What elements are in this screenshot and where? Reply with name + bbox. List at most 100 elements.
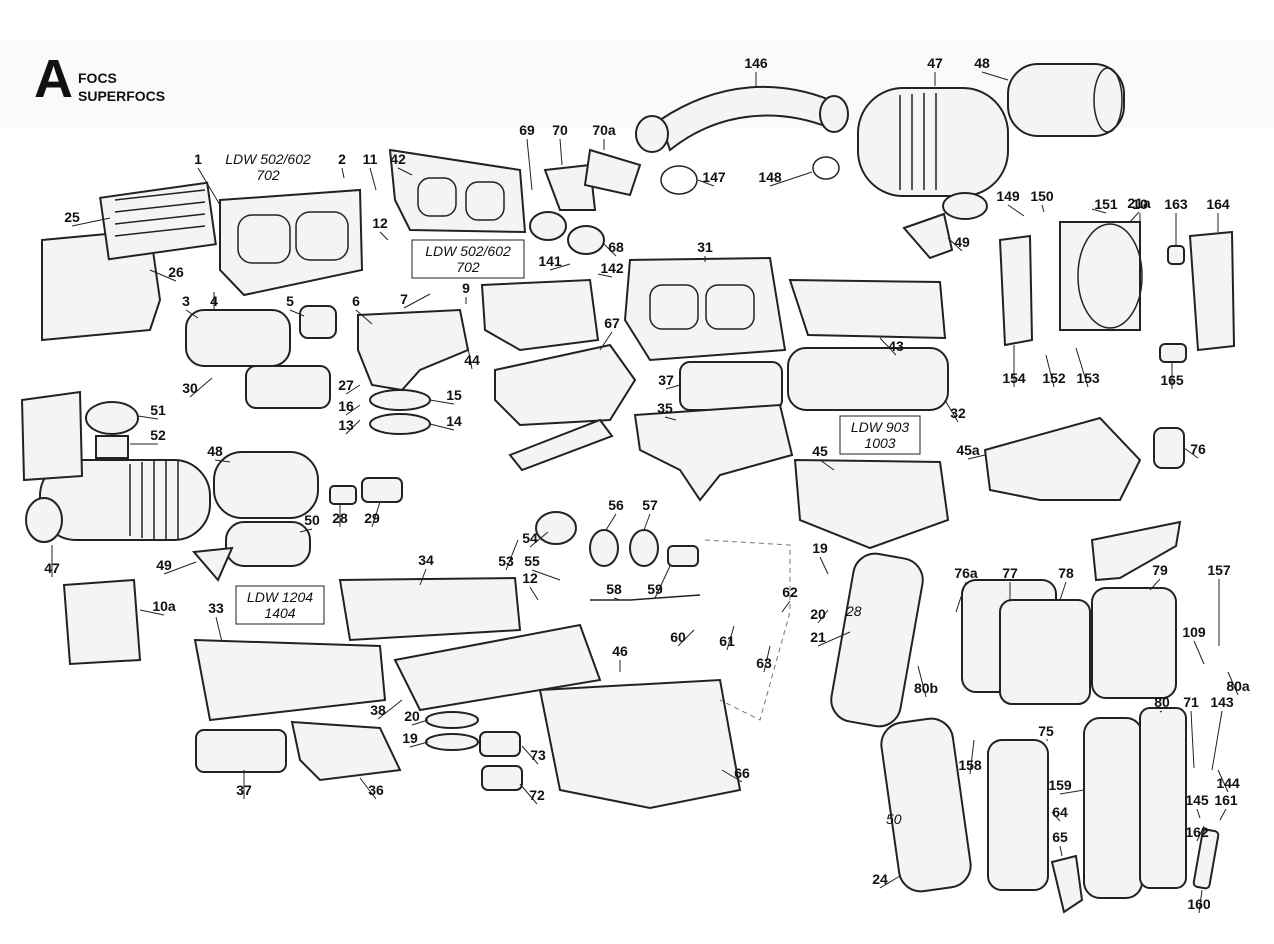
gasket-37-mid (679, 361, 783, 411)
cartridge-48-left (213, 451, 319, 519)
gasket-14 (369, 413, 431, 435)
manifold-38 (393, 623, 602, 712)
leader-line-80b (917, 665, 927, 698)
callout-15: 15 (446, 387, 462, 403)
cartridge-end (1093, 67, 1123, 133)
manifold-66 (538, 678, 742, 810)
callout-51: 51 (150, 402, 166, 418)
callout-77: 77 (1002, 565, 1018, 581)
callout-70a: 70a (592, 122, 616, 138)
manifold-42 (388, 148, 527, 234)
callout-154: 154 (1002, 370, 1026, 386)
callout-13: 13 (338, 417, 354, 433)
callout-66: 66 (734, 765, 750, 781)
callout-142: 142 (600, 260, 624, 276)
callout-37: 37 (236, 782, 252, 798)
leader-line-150 (1041, 204, 1045, 213)
leader-line-7 (403, 293, 431, 309)
model-label-4-line-2: 1404 (264, 605, 295, 621)
leader-line-70 (559, 138, 563, 166)
callout-21: 21 (810, 629, 826, 645)
model-label-2-line-1: LDW 502/602 (425, 243, 511, 259)
callout-161: 161 (1214, 792, 1238, 808)
callout-10a: 10a (152, 598, 176, 614)
callout-59: 59 (647, 581, 663, 597)
model-label-1-line-2: 702 (256, 167, 280, 183)
filter-inlet (25, 497, 63, 543)
callout-48: 48 (207, 443, 223, 459)
leader-line-72 (519, 783, 538, 805)
callout-34: 34 (418, 552, 434, 568)
leader-line-158 (969, 739, 975, 775)
leader-line-16 (345, 404, 361, 416)
leader-line-159 (1059, 789, 1085, 795)
leader-line-21a (1129, 211, 1140, 223)
leader-line-36 (359, 777, 377, 800)
callout-152: 152 (1042, 370, 1066, 386)
callout-79: 79 (1152, 562, 1168, 578)
leader-line-25 (71, 217, 111, 227)
callout-68: 68 (608, 239, 624, 255)
head-33 (193, 638, 387, 722)
callout-70: 70 (552, 122, 568, 138)
leader-line-109 (1193, 640, 1205, 665)
gasket-4 (185, 309, 291, 367)
leader-line-15 (429, 399, 455, 405)
callout-157: 157 (1207, 562, 1231, 578)
manifold-69 (480, 278, 600, 352)
clamp-ring-inner (1077, 223, 1143, 329)
manifold-67 (494, 343, 637, 427)
callout-14: 14 (446, 413, 462, 429)
engine-series-line-1: FOCS (78, 70, 117, 86)
leader-line-79 (1149, 578, 1161, 591)
valve-54 (535, 511, 577, 545)
model-box-2-frame (411, 239, 525, 279)
callout-109: 109 (1182, 624, 1206, 640)
elbow-70 (543, 163, 597, 211)
h31-port-a (649, 284, 699, 330)
gasket-15 (369, 389, 431, 411)
callout-72: 72 (529, 787, 545, 803)
callout-73: 73 (530, 747, 546, 763)
callout-76: 76 (1190, 441, 1206, 457)
clamp-ring-10a (62, 578, 142, 666)
flange-72 (481, 765, 523, 791)
leader-line-145 (1196, 808, 1201, 819)
flange-73 (479, 731, 521, 757)
leader-line-151 (1091, 208, 1107, 214)
callout-30: 30 (182, 380, 198, 396)
leader-line-48 (214, 459, 231, 463)
leader-line-21 (817, 631, 851, 647)
callout-80b: 80b (914, 680, 938, 696)
leader-line-32 (944, 399, 959, 423)
leader-line-51 (137, 415, 159, 420)
callout-65: 65 (1052, 829, 1068, 845)
leader-line-42 (397, 167, 413, 176)
leader-line-50 (299, 528, 313, 533)
callout-2: 2 (338, 151, 346, 167)
muffler-65 (987, 739, 1049, 891)
clamp-147 (660, 165, 698, 195)
callout-54: 54 (522, 530, 538, 546)
manifold-45a (983, 416, 1142, 501)
callout-67: 67 (604, 315, 620, 331)
gasket-57 (629, 529, 659, 567)
callout-80: 80 (1154, 694, 1170, 710)
model-label-4-line-1: LDW 1204 (247, 589, 313, 605)
valve-52 (95, 435, 129, 459)
callout-28: 28 (332, 510, 348, 526)
pipe-58 (590, 594, 701, 601)
callout-47: 47 (44, 560, 60, 576)
callout-44: 44 (464, 352, 480, 368)
gasket-37-bottom (195, 729, 287, 773)
callout-43: 43 (888, 338, 904, 354)
rubber-cone-49-top (902, 212, 954, 260)
callout-71: 71 (1183, 694, 1199, 710)
callout-61: 61 (719, 633, 735, 649)
leader-line-162 (1196, 825, 1205, 842)
gasket-32 (787, 347, 949, 411)
spacer-163 (1167, 245, 1185, 265)
leader-line-19 (409, 741, 429, 748)
leader-line-143 (1211, 710, 1223, 771)
